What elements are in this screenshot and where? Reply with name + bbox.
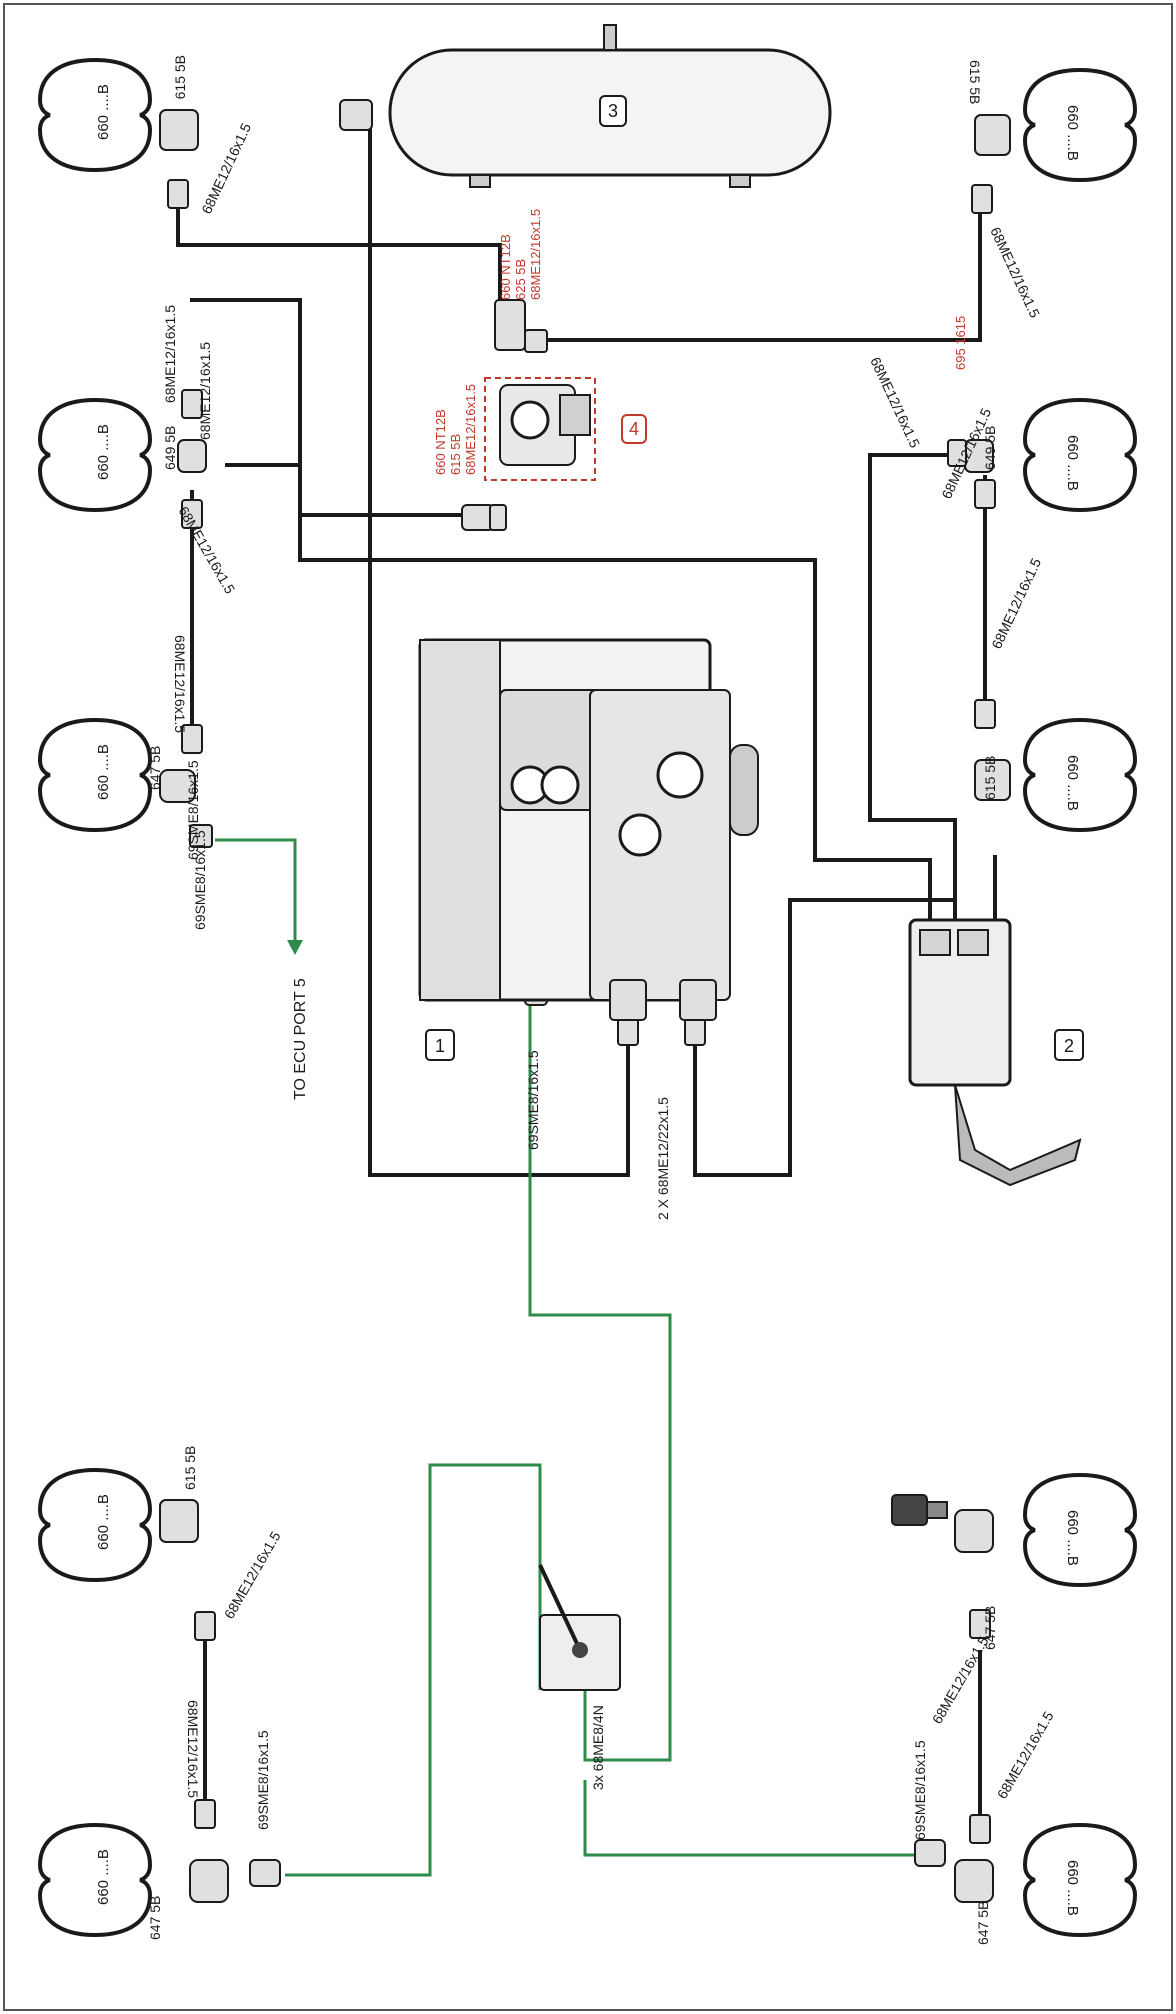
- air-bellow-trailer-rear-left: 660 ....B: [38, 1823, 152, 1937]
- air-lines-black: [176, 125, 997, 1815]
- air-bellow-front-right: 660 ....B: [1023, 68, 1137, 182]
- component-3-label: 3: [608, 101, 618, 121]
- air-bellow-trailer-rear-right: 660 ....B: [1023, 1823, 1137, 1937]
- air-bellow-front-left: 660 ....B: [38, 58, 152, 172]
- svg-text:660 ....B: 660 ....B: [1064, 1510, 1081, 1566]
- svg-text:69SME8/16x1.5: 69SME8/16x1.5: [525, 1050, 541, 1150]
- svg-text:660 ....B: 660 ....B: [95, 744, 112, 800]
- valve-component-4: 4: [484, 377, 647, 481]
- levelling-valve: 2: [908, 918, 1084, 1187]
- air-bellow-mid-left: 660 ....B: [38, 398, 152, 512]
- svg-text:649 5B: 649 5B: [982, 426, 998, 470]
- air-bellow-trailer-front-left: 660 ....B: [38, 1468, 152, 1582]
- svg-text:68ME12/16x1.5: 68ME12/16x1.5: [528, 209, 543, 300]
- svg-text:69SME8/16x1.5: 69SME8/16x1.5: [255, 1730, 271, 1830]
- svg-text:68ME12/16x1.5: 68ME12/16x1.5: [994, 1708, 1057, 1801]
- svg-text:68ME12/16x1.5: 68ME12/16x1.5: [172, 635, 188, 733]
- svg-text:3x 68ME8/4N: 3x 68ME8/4N: [590, 1705, 606, 1790]
- ecas-valve-block: 1: [418, 638, 759, 1061]
- svg-text:647 5B: 647 5B: [147, 746, 163, 790]
- svg-text:660 ....B: 660 ....B: [1064, 755, 1081, 811]
- air-bellow-mid-right: 660 ....B: [1023, 398, 1137, 512]
- svg-text:615 5B: 615 5B: [967, 60, 983, 104]
- component-2-label: 2: [1064, 1036, 1074, 1056]
- svg-text:660 ....B: 660 ....B: [95, 1849, 112, 1905]
- svg-text:68ME12/16x1.5: 68ME12/16x1.5: [929, 1633, 992, 1726]
- svg-text:68ME12/16x1.5: 68ME12/16x1.5: [198, 120, 254, 216]
- svg-text:647 5B: 647 5B: [147, 1896, 163, 1940]
- svg-text:647 5B: 647 5B: [975, 1901, 991, 1945]
- svg-text:695 1615: 695 1615: [953, 316, 968, 370]
- air-bellow-rear-left: 660 ....B: [38, 718, 152, 832]
- svg-text:68ME12/16x1.5: 68ME12/16x1.5: [162, 305, 178, 403]
- svg-text:2 X 68ME12/22x1.5: 2 X 68ME12/22x1.5: [655, 1097, 671, 1220]
- svg-text:69SME8/16x1.5: 69SME8/16x1.5: [185, 760, 201, 860]
- svg-text:69SME8/16x1.5: 69SME8/16x1.5: [912, 1740, 928, 1840]
- svg-text:68ME12/16x1.5: 68ME12/16x1.5: [867, 355, 923, 451]
- labels-red: 660 NT12B 625 5B 68ME12/16x1.5 660 NT12B…: [433, 209, 968, 475]
- svg-text:68ME12/16x1.5: 68ME12/16x1.5: [197, 342, 213, 440]
- svg-text:68ME12/16x1.5: 68ME12/16x1.5: [221, 1528, 284, 1621]
- fittings: [159, 99, 1011, 1903]
- diagram-border: [3, 3, 1173, 2011]
- component-1-label: 1: [435, 1036, 445, 1056]
- svg-text:68ME12/16x1.5: 68ME12/16x1.5: [185, 1700, 201, 1798]
- svg-text:660 ....B: 660 ....B: [1064, 105, 1081, 161]
- air-bellow-rear-right: 660 ....B: [1023, 718, 1137, 832]
- svg-text:68ME12/16x1.5: 68ME12/16x1.5: [175, 504, 238, 597]
- svg-text:68ME12/16x1.5: 68ME12/16x1.5: [463, 384, 478, 475]
- svg-text:615 5B: 615 5B: [982, 756, 998, 800]
- pressure-sensor-icon: [891, 1494, 948, 1526]
- svg-text:660 ....B: 660 ....B: [95, 1494, 112, 1550]
- svg-text:660 NT12B: 660 NT12B: [433, 409, 448, 475]
- svg-text:615 5B: 615 5B: [182, 1446, 198, 1490]
- svg-text:660 ....B: 660 ....B: [1064, 1860, 1081, 1916]
- manual-valve: [538, 1564, 621, 1691]
- svg-text:660 ....B: 660 ....B: [1064, 435, 1081, 491]
- svg-text:615 5B: 615 5B: [448, 434, 463, 475]
- air-bellow-trailer-front-right: 660 ....B: [1023, 1473, 1137, 1587]
- svg-text:660 NT12B: 660 NT12B: [498, 234, 513, 300]
- svg-text:68ME12/16x1.5: 68ME12/16x1.5: [988, 555, 1044, 651]
- air-tank: 3: [388, 24, 832, 188]
- svg-text:TO ECU PORT 5: TO ECU PORT 5: [292, 978, 309, 1100]
- svg-text:647 5B: 647 5B: [982, 1606, 998, 1650]
- svg-text:69SME8/16x1.5: 69SME8/16x1.5: [192, 830, 208, 930]
- air-lines-green: [215, 838, 920, 1877]
- component-4-label: 4: [629, 419, 639, 439]
- svg-text:625 5B: 625 5B: [513, 259, 528, 300]
- svg-text:68ME12/16x1.5: 68ME12/16x1.5: [987, 225, 1043, 321]
- svg-text:615 5B: 615 5B: [172, 55, 188, 99]
- svg-text:660 ....B: 660 ....B: [95, 84, 112, 140]
- svg-text:649 5B: 649 5B: [162, 426, 178, 470]
- svg-text:660 ....B: 660 ....B: [95, 424, 112, 480]
